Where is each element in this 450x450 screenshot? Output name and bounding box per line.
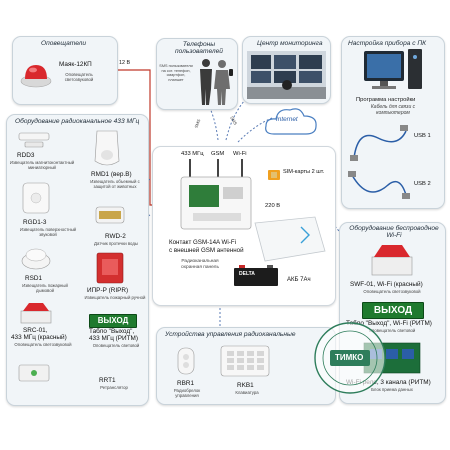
rkb1-desc: Клавиатура: [227, 390, 267, 395]
usb-cable-1-icon: [348, 123, 410, 163]
voltage-12v-label: 12 В: [119, 60, 130, 67]
usb2-label: USB 2: [414, 181, 431, 188]
rgd13-name: RGD1-3: [23, 219, 46, 226]
rkb1-name: RKB1: [237, 382, 254, 389]
battery-brand-label: DELTA: [239, 271, 255, 278]
rmd1-sensor-icon: [93, 127, 121, 169]
wireless-panel-title: Оборудование беспроводное Wi-Fi: [346, 226, 442, 240]
rwd2-sensor-icon: [93, 203, 127, 227]
src01-name2: 433 МГц (красный): [11, 334, 67, 341]
rsd1-name: RSD1: [25, 275, 42, 282]
mayak-model-label: Маяк-12КП: [59, 61, 92, 68]
ipr-name: ИПР-Р (RIPR): [87, 287, 128, 294]
ant-wifi-label: Wi-Fi: [233, 151, 247, 158]
monitoring-room-icon: [247, 51, 326, 99]
ipr-desc: Извещатель пожарный ручной: [83, 295, 147, 300]
control-panel-title: Устройства управления радиоканальные: [165, 331, 296, 338]
radio-panel: Оборудование радиоканальное 433 МГц RDD3…: [6, 114, 149, 406]
rsd1-smoke-detector-icon: [21, 243, 51, 271]
alarms-panel: Оповещатели Маяк-12КП Оповещатель светоз…: [12, 36, 118, 105]
swf01-name: SWF-01, Wi-Fi (красный): [350, 281, 423, 288]
panel-name2-label: с внешней GSM антенной: [169, 247, 244, 254]
panel-desc-label: Радиоканальная охранная панель: [175, 259, 225, 270]
pc-cable-label: Кабель для связи с компьютером: [360, 105, 426, 116]
internet-label: Internet: [276, 116, 298, 123]
mains-220v-label: 220 В: [265, 203, 280, 210]
users-sms-note: SMS пользователи на сот. телефон, смартф…: [159, 64, 193, 82]
ipr-call-point-icon: [95, 251, 125, 285]
users-panel-title: Телефоны пользователей: [169, 42, 229, 56]
alarms-panel-title: Оповещатели: [41, 40, 86, 47]
pc-program-label: Программа настройки: [356, 97, 415, 103]
panel-name-label: Контакт GSM-14A Wi-Fi: [169, 239, 236, 246]
usb1-label: USB 1: [414, 133, 431, 140]
stamp-text: ТИМКО: [335, 354, 363, 361]
src01-desc: Оповещатель светозвуковой: [13, 342, 73, 347]
battery-label: АКБ 7Ач: [287, 277, 311, 284]
rmd1-desc: Извещатель объемный с защитой от животны…: [83, 179, 147, 189]
rrt1-desc: Ретранслятор: [85, 385, 143, 390]
rsd1-desc: Извещатель пожарный дымовой: [13, 283, 77, 293]
src01-siren-icon: [19, 301, 53, 325]
computer-icon: [364, 49, 424, 93]
center-panel: 433 МГц GSM Wi-Fi SIM-карты 2 шт. 220 В …: [152, 146, 336, 306]
control-panel-devices: Устройства управления радиоканальные RBR…: [156, 327, 336, 405]
monitoring-panel-title: Центр мониторинга: [257, 40, 323, 47]
rwd2-desc: Датчик протечки воды: [85, 241, 147, 246]
sim-card-icon: [267, 169, 281, 181]
mayak-desc-label: Оповещатель светозвуковой: [55, 72, 103, 82]
usb-cable-2-icon: [348, 165, 410, 205]
people-icon: [195, 55, 235, 107]
rdd3-desc: Извещатель магнитоконтактный миниатюрный: [9, 160, 75, 170]
power-adapter-icon: [249, 213, 329, 265]
control-panel-board-icon: [179, 159, 255, 231]
rrt1-repeater-icon: [17, 361, 51, 383]
swf01-desc: Оповещатель светозвуковой: [352, 289, 432, 294]
monitoring-panel: Центр мониторинга: [242, 36, 331, 104]
pc-panel-title: Настройка прибора с ПК: [348, 40, 426, 47]
rdd3-sensor-icon: [17, 129, 51, 149]
ant-gsm-label: GSM: [211, 151, 224, 158]
rkb1-keypad-icon: [219, 344, 271, 378]
radio-panel-title: Оборудование радиоканальное 433 МГц: [15, 118, 139, 125]
tablo-433-name2: 433 МГц (РИТМ): [89, 335, 138, 342]
rmd1-name: RMD1 (вер.B): [91, 171, 132, 178]
rrt1-name: RRT1: [99, 377, 116, 384]
rgd13-sensor-icon: [19, 181, 53, 215]
tablo-433-exit-sign: ВЫХОД: [89, 314, 137, 328]
tablo-wifi-exit-sign: ВЫХОД: [362, 302, 424, 319]
tablo-433-desc: Оповещатель световой: [87, 343, 145, 348]
rdd3-name: RDD3: [17, 152, 34, 159]
rgd13-desc: Извещатель поверхностный звуковой: [13, 227, 83, 237]
users-panel: Телефоны пользователей SMS пользователи …: [156, 38, 238, 110]
pc-panel: Настройка прибора с ПК Программа настрой…: [341, 36, 445, 209]
ant-433-label: 433 МГц: [181, 151, 204, 158]
sim-label: SIM-карты 2 шт.: [283, 169, 325, 175]
rwd2-name: RWD-2: [105, 233, 126, 240]
rbr1-keyfob-icon: [175, 346, 197, 376]
mayak-siren-icon: [19, 57, 53, 91]
rbr1-desc: Радиобрелок управления: [163, 388, 211, 398]
rbr1-name: RBR1: [177, 380, 194, 387]
swf01-siren-icon: [366, 241, 418, 277]
